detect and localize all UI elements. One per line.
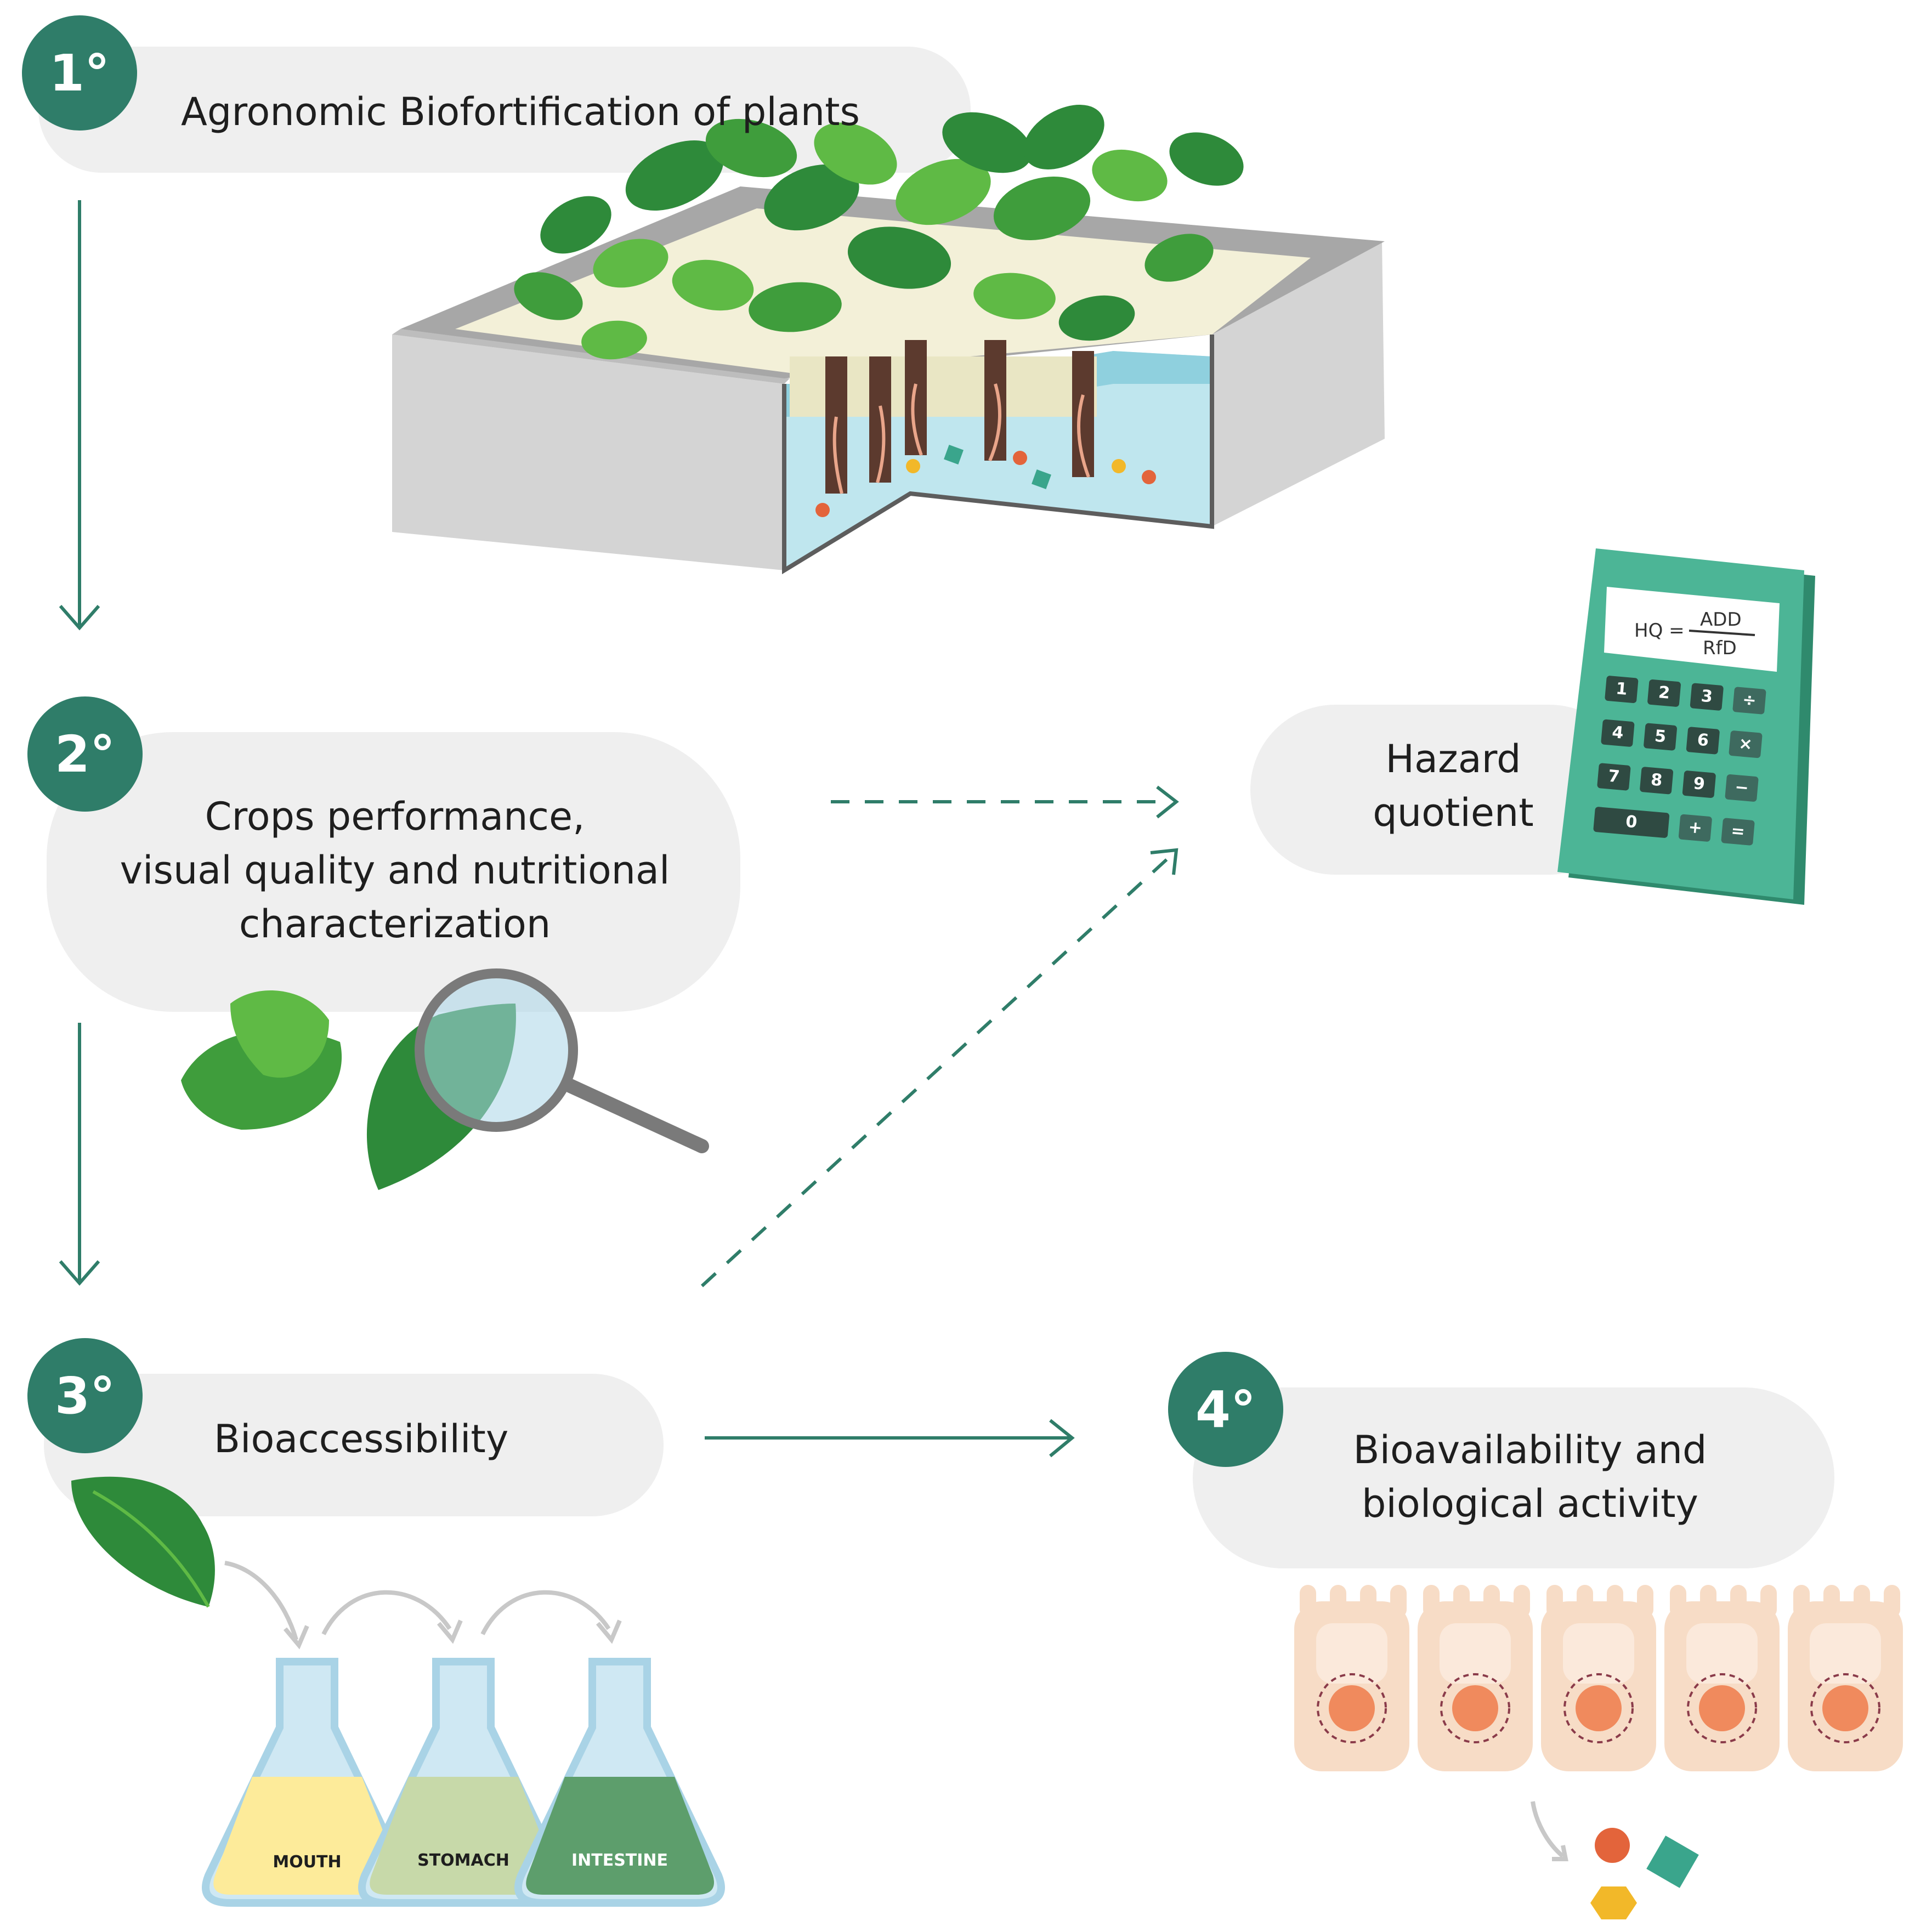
arrow-step3-to-step4 bbox=[705, 1419, 1075, 1458]
key-0: 0 bbox=[1593, 806, 1670, 838]
key-6: 6 bbox=[1686, 726, 1720, 755]
key-1: 1 bbox=[1604, 675, 1639, 704]
step2-label-line3: characterization bbox=[239, 902, 551, 947]
key-7: 7 bbox=[1597, 763, 1631, 791]
step1-badge: 1° bbox=[22, 15, 137, 131]
key-2: 2 bbox=[1647, 679, 1681, 707]
key-8: 8 bbox=[1639, 766, 1674, 795]
step3-pill bbox=[44, 1374, 664, 1516]
hazard-label-line2: quotient bbox=[1373, 790, 1534, 835]
key-divide: ÷ bbox=[1732, 687, 1766, 715]
step2-label-line1: Crops performance, bbox=[205, 794, 585, 839]
step2-badge: 2° bbox=[27, 696, 143, 812]
arrow-step2-to-step3 bbox=[59, 1023, 100, 1286]
key-3: 3 bbox=[1690, 683, 1724, 711]
hq-numerator: ADD bbox=[1700, 609, 1742, 631]
dashed-arrow-step3-to-hazard bbox=[700, 848, 1179, 1288]
hydroponic-tray-illustration bbox=[392, 105, 1385, 575]
flask-label-stomach: STOMACH bbox=[417, 1851, 509, 1870]
key-4: 4 bbox=[1601, 719, 1635, 747]
step4-label: Bioavailability and biological activity bbox=[1311, 1423, 1749, 1531]
step3-badge: 3° bbox=[27, 1338, 143, 1453]
step3-label: Bioaccessibility bbox=[214, 1417, 509, 1461]
flask-label-intestine: INTESTINE bbox=[571, 1851, 668, 1870]
flask-label-mouth: MOUTH bbox=[273, 1852, 342, 1872]
key-9: 9 bbox=[1682, 770, 1716, 798]
step4-label-line2: biological activity bbox=[1362, 1481, 1698, 1526]
intestinal-cells-illustration bbox=[1294, 1585, 1903, 1919]
hazard-label: Hazard quotient bbox=[1327, 732, 1579, 840]
step4-pill bbox=[1193, 1387, 1834, 1568]
step4-badge: 4° bbox=[1168, 1352, 1283, 1467]
step2-pill bbox=[47, 732, 740, 1012]
hq-formula: HQ = ADD RfD bbox=[1634, 609, 1777, 664]
step1-label: Agronomic Biofortification of plants bbox=[181, 89, 860, 134]
dashed-arrow-step2-to-hazard bbox=[831, 785, 1179, 819]
calculator-keypad: 1 2 3 ÷ 4 5 6 × 7 8 9 − 0 + = bbox=[1591, 675, 1782, 871]
key-minus: − bbox=[1725, 774, 1759, 802]
hq-denominator: RfD bbox=[1703, 637, 1737, 659]
key-equals: = bbox=[1721, 818, 1755, 846]
step2-label: Crops performance, visual quality and nu… bbox=[82, 790, 707, 951]
flask-intestine bbox=[514, 1658, 725, 1907]
hazard-pill bbox=[1250, 705, 1634, 875]
step4-label-line1: Bioavailability and bbox=[1353, 1427, 1707, 1472]
key-5: 5 bbox=[1643, 723, 1678, 751]
leaf-illustration bbox=[71, 1476, 622, 1650]
arrow-step1-to-step2 bbox=[59, 200, 100, 631]
step2-label-line2: visual quality and nutritional bbox=[120, 848, 670, 893]
key-plus: + bbox=[1678, 814, 1713, 842]
key-multiply: × bbox=[1729, 730, 1763, 758]
leaves-magnifier-illustration bbox=[181, 968, 709, 1190]
hazard-label-line1: Hazard bbox=[1385, 736, 1521, 781]
hq-lhs: HQ = bbox=[1634, 620, 1685, 642]
